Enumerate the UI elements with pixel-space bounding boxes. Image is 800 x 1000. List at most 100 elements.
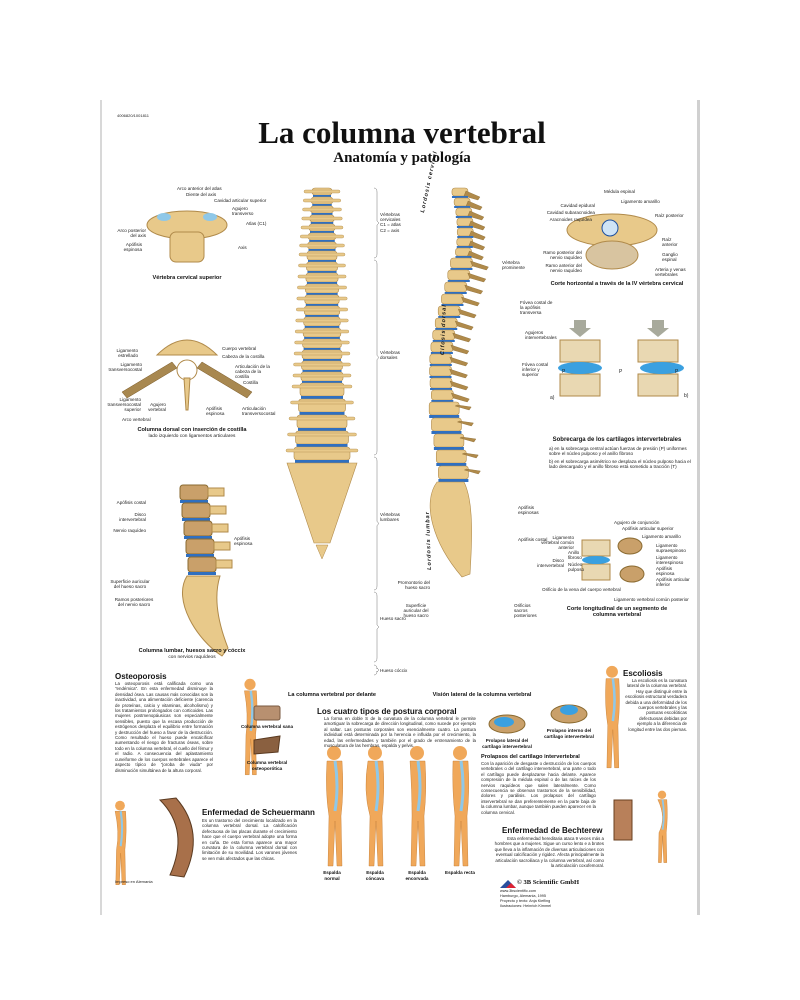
posture-type: Espalda encorvada — [405, 870, 429, 882]
disc — [184, 536, 212, 539]
label: Agujero transverso — [232, 206, 254, 217]
spinous-process — [183, 377, 191, 411]
disc — [447, 280, 470, 282]
transverse-process — [298, 263, 346, 268]
spinous-process — [461, 452, 479, 459]
vertebra — [431, 417, 462, 432]
poster-title: La columna vertebral — [258, 115, 546, 150]
lumbar-vertebra — [179, 484, 209, 501]
lumbar-vertebra — [181, 502, 211, 519]
spinous-process — [465, 200, 483, 211]
scoliosis-title: Escoliosis — [623, 669, 663, 678]
vertebra — [429, 377, 453, 389]
vertebra — [431, 389, 454, 401]
disc — [457, 236, 474, 238]
transverse-process — [297, 274, 347, 279]
spinous-process — [464, 284, 484, 295]
publisher-line: Hamburgo, Alemania, 1995 — [500, 894, 547, 898]
transverse-process — [303, 189, 341, 194]
caption-overload: Sobrecarga de los cartílagos interverteb… — [552, 437, 682, 443]
spinous-process — [468, 240, 486, 251]
spinous-process — [468, 220, 486, 231]
caption-lumbar: Columna lumbar, huesos sacro y cóccix — [138, 648, 246, 654]
caption-longitudinal: Corte longitudinal de un segmento de col… — [566, 606, 668, 619]
label: Atlas (C1) — [246, 221, 267, 226]
transverse-process — [303, 198, 341, 203]
posture-figure-spine — [416, 760, 422, 812]
label: Cabeza de la costilla — [222, 354, 265, 359]
label: Disco intervertebral — [537, 558, 564, 569]
transverse-process — [285, 448, 359, 453]
healthy-vertebra — [253, 705, 281, 721]
disc — [436, 463, 467, 466]
label: Costilla — [243, 380, 259, 385]
label: Orificio de la vena del cuerpo vertebral — [542, 587, 621, 592]
disc — [308, 249, 336, 251]
scoliosis-figure-head — [606, 665, 618, 678]
spinous-process — [454, 320, 474, 331]
transverse-process — [294, 329, 350, 334]
transverse-process — [295, 318, 349, 323]
label: Raíz posterior — [655, 213, 684, 218]
bracket — [373, 664, 380, 676]
spinous-process — [207, 487, 225, 497]
rib — [121, 361, 178, 399]
region-label: Vértebras cervicales C1 = atlas C2 = axi… — [380, 212, 401, 233]
lumbar-vertebra — [187, 556, 217, 573]
publisher-line: Proyecto y texto: Anja Kiefling — [500, 899, 551, 903]
scheuermann-figure-body — [114, 811, 127, 885]
spinous-process — [449, 380, 469, 391]
prolapse-title: Prolapsos del cartílago intervertebral — [481, 754, 580, 760]
spinous-process — [470, 260, 489, 271]
vertebra — [444, 281, 468, 293]
osteoporosis-text: La osteoporosis está calificada como una… — [115, 681, 213, 773]
label: Apófisis articular inferior — [656, 577, 690, 588]
label: Cavidad epidural — [560, 203, 595, 208]
disc — [303, 348, 341, 350]
bechterew-column — [613, 799, 633, 841]
label: Arco posterior del axis — [117, 228, 146, 239]
vertebra-block — [637, 373, 679, 397]
sacrum — [182, 575, 229, 657]
illustrations — [114, 187, 684, 885]
posture-figure-spine — [333, 760, 339, 812]
disc — [305, 304, 339, 306]
transverse-process — [301, 216, 343, 221]
vertebra — [450, 257, 473, 269]
prolapse-disc — [560, 705, 578, 715]
label: Disco intervertebral — [119, 512, 146, 523]
disc — [444, 292, 467, 294]
process — [617, 537, 643, 555]
bechterew-figure-head — [657, 790, 667, 799]
label: Articulación transversocostal — [242, 406, 276, 417]
vertebra — [441, 293, 464, 305]
publisher-line: Ilustraciones: Heinrich Kimmel — [500, 904, 552, 908]
vertebra-block — [637, 339, 679, 363]
label: Cavidad subaracnoidea — [546, 210, 595, 215]
spinous-process — [215, 559, 233, 569]
disc — [313, 195, 331, 197]
label: Apófisis espinosa — [206, 406, 225, 417]
posture-figure-spine — [374, 760, 380, 812]
vertebra-block — [559, 373, 601, 397]
label: Arteria y venas vertebrales — [655, 267, 686, 278]
posture-figure-body — [365, 760, 384, 867]
vertebral-body — [585, 240, 639, 270]
label: Ganglio espinal — [662, 252, 678, 263]
disc — [429, 415, 460, 418]
vertebra — [428, 401, 460, 416]
sacrum — [286, 462, 358, 544]
disc — [301, 396, 343, 399]
caption-lateral-view: Visión lateral de la columna vertebral — [432, 692, 532, 698]
caption-horizontal-section: Corte horizontal a través de la IV vérte… — [550, 281, 684, 287]
label: Médula espinal — [604, 189, 635, 194]
transverse-process — [293, 351, 351, 356]
spinous-process — [209, 505, 227, 515]
vertebral-foramen — [176, 359, 198, 381]
disc — [182, 518, 210, 521]
label: Ligamento vertebral común anterior — [541, 535, 574, 551]
caption-dorsal: Columna dorsal con inserción de costilla — [137, 427, 247, 433]
disc — [303, 359, 341, 361]
scheuermann-figure-head — [115, 800, 125, 811]
caption-healthy: Columna vertebral sana — [240, 724, 294, 729]
